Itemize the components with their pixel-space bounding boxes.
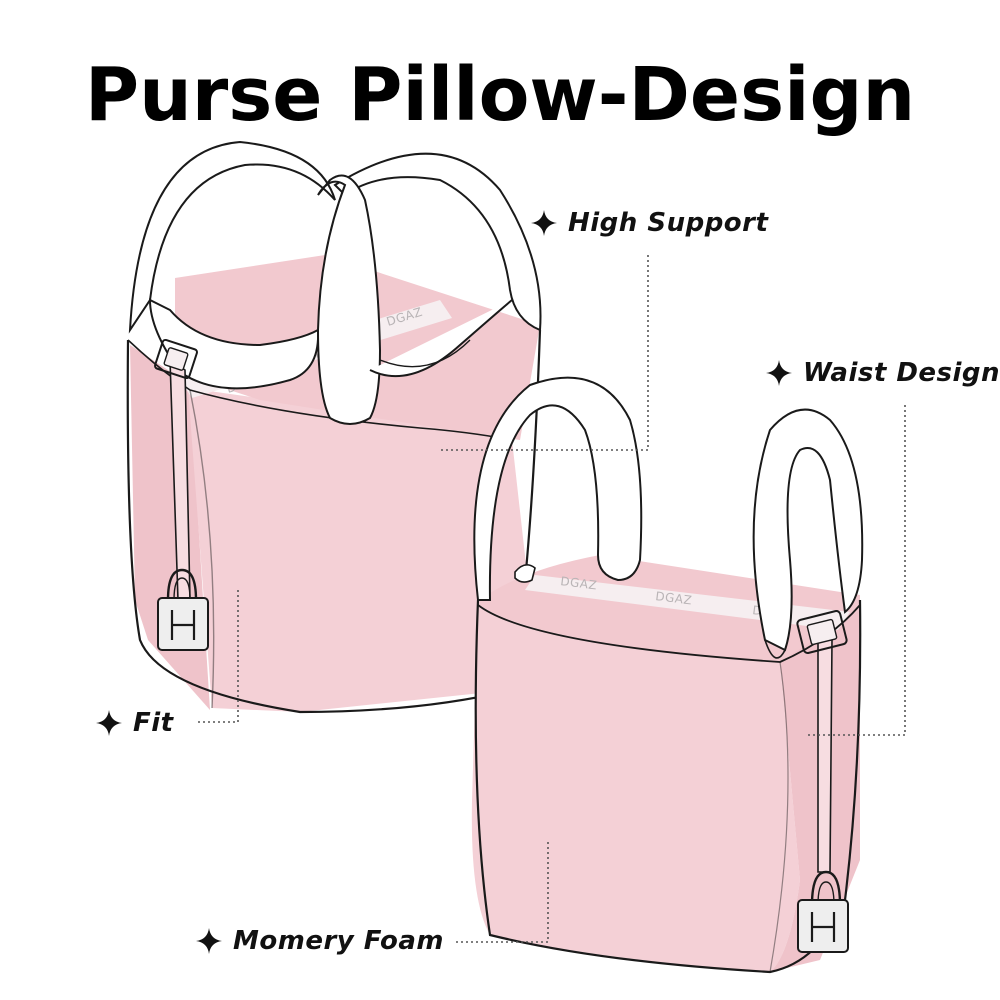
right-brand-mark-2: DGAZ (655, 589, 693, 607)
right-brand-mark-1: DGAZ (560, 574, 598, 592)
right-bag-outline (474, 599, 862, 974)
left-handle-front-center (316, 174, 382, 425)
callout-high-support: High Support (530, 208, 768, 238)
sparkle-icon (196, 928, 222, 954)
left-handle-back (128, 140, 336, 334)
right-purse-pillow: DGAZ DGAZ DGAZ (471, 376, 864, 974)
left-purse-pillow: DGAZ DGAZ DGAZ (126, 140, 542, 714)
left-padlock-icon (157, 568, 209, 651)
sparkle-icon (96, 710, 122, 736)
right-handle-right (752, 408, 864, 652)
sparkle-icon (766, 360, 792, 386)
right-padlock-icon (797, 870, 849, 953)
callout-high-support-label: High Support (568, 208, 769, 238)
callout-waist-design-label: Waist Design (803, 358, 1000, 388)
sparkle-icon (531, 210, 557, 236)
right-strap (817, 639, 833, 873)
page-title: Purse Pillow-Design (84, 52, 916, 138)
callout-waist-design: Waist Design (765, 358, 1000, 388)
left-handle-right (333, 152, 542, 332)
memory-foam-leader (455, 842, 549, 943)
right-strap-buckle (796, 610, 848, 654)
waist-design-leader (805, 405, 906, 736)
callout-fit-label: Fit (133, 708, 174, 738)
fit-leader (195, 590, 239, 723)
right-handle-left (473, 376, 643, 601)
callout-leader-lines (195, 255, 906, 943)
callout-memory-foam-label: Momery Foam (233, 926, 445, 956)
left-bag-outline (126, 329, 542, 714)
left-strap-buckle (154, 338, 198, 380)
right-pillow-front-face (471, 605, 800, 972)
callout-memory-foam: Momery Foam (195, 926, 444, 956)
left-pillow-front-face (188, 388, 530, 712)
high-support-leader (440, 255, 649, 451)
callout-fit: Fit (95, 708, 174, 738)
